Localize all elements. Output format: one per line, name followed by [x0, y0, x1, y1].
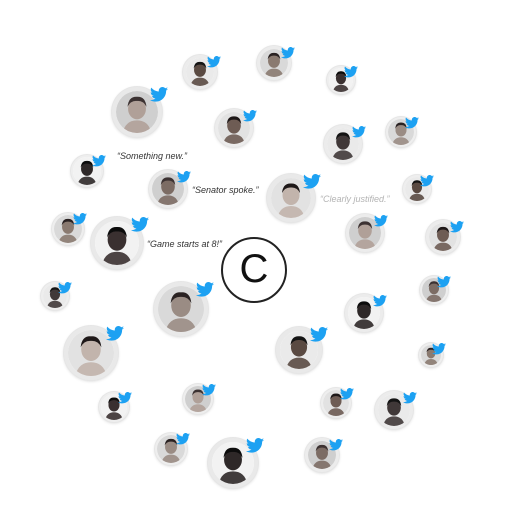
avatar[interactable] [327, 65, 358, 94]
avatar[interactable] [208, 438, 264, 488]
profile-photo [271, 178, 311, 218]
avatar[interactable] [305, 438, 343, 472]
avatar[interactable] [426, 220, 464, 254]
twitter-bird-icon [374, 214, 388, 227]
profile-photo [212, 442, 254, 484]
twitter-bird-icon [373, 294, 387, 307]
twitter-bird-icon [450, 220, 464, 233]
profile-photo [158, 286, 204, 332]
avatar[interactable] [71, 154, 106, 187]
avatar[interactable] [267, 174, 321, 222]
avatar[interactable] [345, 294, 387, 332]
twitter-bird-icon [118, 391, 132, 404]
avatar[interactable] [183, 55, 221, 89]
avatar[interactable] [91, 217, 149, 269]
twitter-bird-icon [176, 432, 190, 445]
avatar[interactable] [64, 326, 124, 380]
profile-photo [327, 128, 359, 160]
twitter-bird-icon [329, 438, 343, 451]
twitter-bird-icon [352, 125, 366, 138]
profile-photo [218, 112, 250, 144]
center-logo[interactable]: C [221, 237, 287, 303]
profile-photo [43, 284, 67, 308]
avatar[interactable] [257, 46, 295, 80]
profile-photo [186, 58, 214, 86]
twitter-bird-icon [207, 55, 221, 68]
avatar[interactable] [276, 327, 328, 373]
twitter-bird-icon [177, 170, 191, 183]
twitter-bird-icon [73, 212, 87, 225]
avatar[interactable] [419, 342, 446, 367]
avatar[interactable] [324, 125, 366, 163]
twitter-bird-icon [281, 46, 295, 59]
quote-text: “Something new.” [117, 151, 188, 161]
avatar[interactable] [215, 109, 257, 147]
twitter-bird-icon [58, 281, 72, 294]
avatar[interactable] [149, 170, 191, 208]
twitter-bird-icon [405, 116, 419, 129]
avatar[interactable] [403, 174, 434, 203]
twitter-bird-icon [420, 174, 434, 187]
twitter-bird-icon [150, 87, 168, 102]
profile-photo [68, 330, 114, 376]
profile-photo [116, 91, 158, 133]
twitter-bird-icon [403, 391, 417, 404]
profile-photo [95, 221, 139, 265]
avatar[interactable] [154, 282, 214, 336]
twitter-bird-icon [340, 387, 354, 400]
twitter-bird-icon [243, 109, 257, 122]
twitter-bird-icon [344, 65, 358, 78]
twitter-bird-icon [246, 438, 264, 453]
avatar[interactable] [375, 391, 417, 429]
avatar[interactable] [112, 87, 168, 137]
profile-photo [260, 49, 288, 77]
twitter-bird-icon [106, 326, 124, 341]
twitter-bird-icon [196, 282, 214, 297]
avatar[interactable] [155, 432, 190, 465]
avatar[interactable] [52, 212, 87, 245]
avatar[interactable] [183, 383, 216, 414]
twitter-bird-icon [131, 217, 149, 232]
twitter-bird-icon [432, 342, 446, 355]
avatar[interactable] [41, 281, 72, 310]
avatar[interactable] [386, 116, 419, 147]
quote-text: “Clearly justified.” [320, 194, 390, 204]
quote-text: “Senator spoke.” [192, 185, 259, 195]
profile-photo [280, 331, 318, 369]
quote-text: “Game starts at 8!” [147, 239, 223, 249]
avatar[interactable] [346, 214, 388, 252]
profile-photo [157, 435, 185, 463]
avatar[interactable] [321, 387, 354, 418]
twitter-bird-icon [303, 174, 321, 189]
avatar[interactable] [99, 391, 132, 422]
twitter-bird-icon [437, 275, 451, 288]
logo-letter: C [239, 247, 269, 291]
avatar[interactable] [420, 275, 451, 304]
twitter-bird-icon [310, 327, 328, 342]
twitter-bird-icon [92, 154, 106, 167]
twitter-bird-icon [202, 383, 216, 396]
